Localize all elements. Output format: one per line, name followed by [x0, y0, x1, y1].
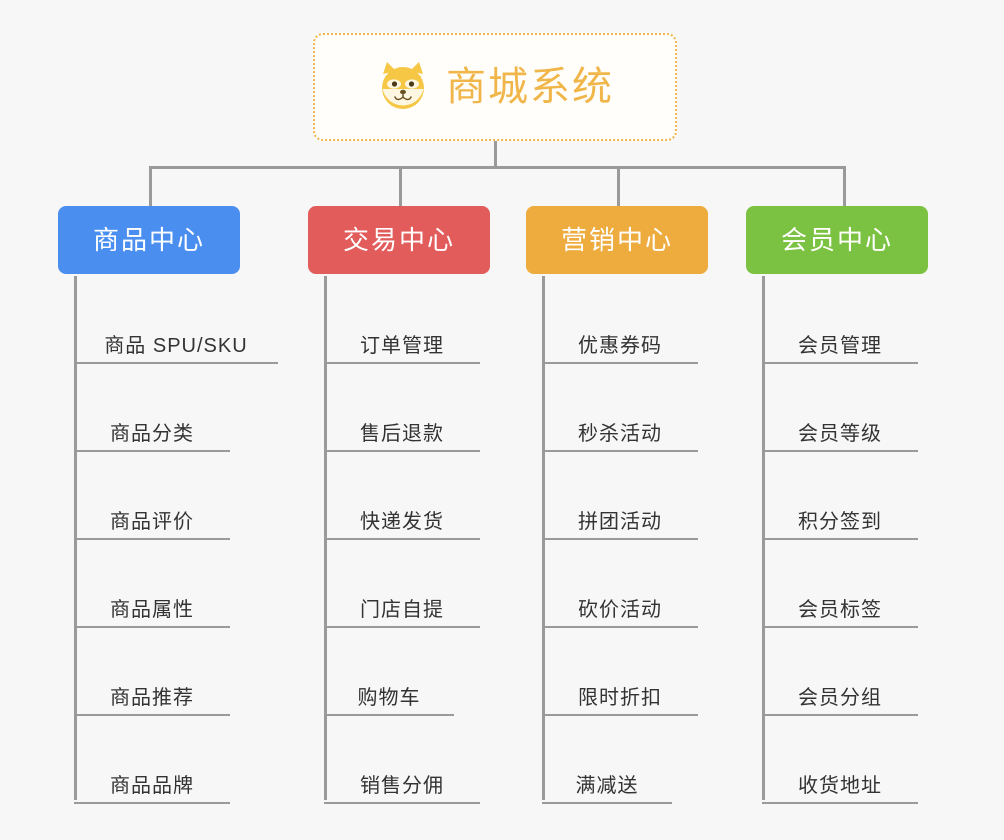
leaf-2-1[interactable]: 秒杀活动	[542, 364, 698, 452]
category-label-0: 商品中心	[92, 225, 205, 255]
root-title: 商城系统	[446, 65, 614, 109]
drop-connector-3	[617, 166, 620, 206]
leaf-3-0[interactable]: 会员管理	[762, 276, 918, 364]
leaf-label-0-5: 商品品牌	[110, 775, 194, 797]
root-stem-connector	[494, 141, 497, 168]
drop-connector-4	[843, 166, 846, 206]
leaf-3-5[interactable]: 收货地址	[762, 716, 918, 804]
leaf-label-2-5: 满减送	[575, 775, 639, 797]
leaf-label-2-1: 秒杀活动	[578, 423, 662, 445]
leaf-0-0[interactable]: 商品 SPU/SKU	[74, 276, 278, 364]
leaf-label-0-2: 商品评价	[110, 511, 194, 533]
drop-connector-1	[149, 166, 152, 206]
leaf-3-3[interactable]: 会员标签	[762, 540, 918, 628]
leaf-2-3[interactable]: 砍价活动	[542, 540, 698, 628]
leaf-label-1-5: 销售分佣	[360, 775, 444, 797]
leaf-1-3[interactable]: 门店自提	[324, 540, 480, 628]
leaf-1-2[interactable]: 快递发货	[324, 452, 480, 540]
leaf-3-1[interactable]: 会员等级	[762, 364, 918, 452]
leaf-label-3-2: 积分签到	[798, 511, 882, 533]
leaf-label-1-0: 订单管理	[360, 335, 444, 357]
leaf-2-4[interactable]: 限时折扣	[542, 628, 698, 716]
leaf-0-3[interactable]: 商品属性	[74, 540, 230, 628]
leaf-1-5[interactable]: 销售分佣	[324, 716, 480, 804]
category-box-2[interactable]: 营销中心	[526, 206, 708, 274]
leaf-label-1-3: 门店自提	[360, 599, 444, 621]
leaf-label-3-1: 会员等级	[798, 423, 882, 445]
horizontal-bus-connector	[150, 166, 846, 169]
leaf-label-3-0: 会员管理	[798, 335, 882, 357]
leaf-0-5[interactable]: 商品品牌	[74, 716, 230, 804]
leaf-1-0[interactable]: 订单管理	[324, 276, 480, 364]
leaf-3-2[interactable]: 积分签到	[762, 452, 918, 540]
shiba-dog-face-icon	[376, 60, 430, 114]
category-label-1: 交易中心	[342, 225, 455, 255]
leaf-label-2-2: 拼团活动	[578, 511, 662, 533]
leaf-3-4[interactable]: 会员分组	[762, 628, 918, 716]
leaf-1-4[interactable]: 购物车	[324, 628, 454, 716]
drop-connector-2	[399, 166, 402, 206]
leaf-label-1-2: 快递发货	[360, 511, 444, 533]
leaf-0-1[interactable]: 商品分类	[74, 364, 230, 452]
leaf-2-0[interactable]: 优惠券码	[542, 276, 698, 364]
leaf-label-0-4: 商品推荐	[110, 687, 194, 709]
leaf-label-1-4: 购物车	[357, 687, 421, 709]
leaf-label-2-4: 限时折扣	[578, 687, 662, 709]
leaf-label-1-1: 售后退款	[360, 423, 444, 445]
leaf-label-0-3: 商品属性	[110, 599, 194, 621]
root-node[interactable]: 商城系统	[313, 33, 677, 141]
category-box-1[interactable]: 交易中心	[308, 206, 490, 274]
category-label-2: 营销中心	[560, 225, 673, 255]
leaf-label-3-4: 会员分组	[798, 687, 882, 709]
leaf-label-3-5: 收货地址	[798, 775, 882, 797]
leaf-label-3-3: 会员标签	[798, 599, 882, 621]
leaf-2-5[interactable]: 满减送	[542, 716, 672, 804]
leaf-label-0-1: 商品分类	[110, 423, 194, 445]
category-box-3[interactable]: 会员中心	[746, 206, 928, 274]
category-label-3: 会员中心	[780, 225, 893, 255]
leaf-label-2-3: 砍价活动	[578, 599, 662, 621]
leaf-0-2[interactable]: 商品评价	[74, 452, 230, 540]
leaf-2-2[interactable]: 拼团活动	[542, 452, 698, 540]
leaf-label-2-0: 优惠券码	[578, 335, 662, 357]
category-box-0[interactable]: 商品中心	[58, 206, 240, 274]
leaf-label-0-0: 商品 SPU/SKU	[104, 335, 248, 357]
leaf-0-4[interactable]: 商品推荐	[74, 628, 230, 716]
leaf-1-1[interactable]: 售后退款	[324, 364, 480, 452]
